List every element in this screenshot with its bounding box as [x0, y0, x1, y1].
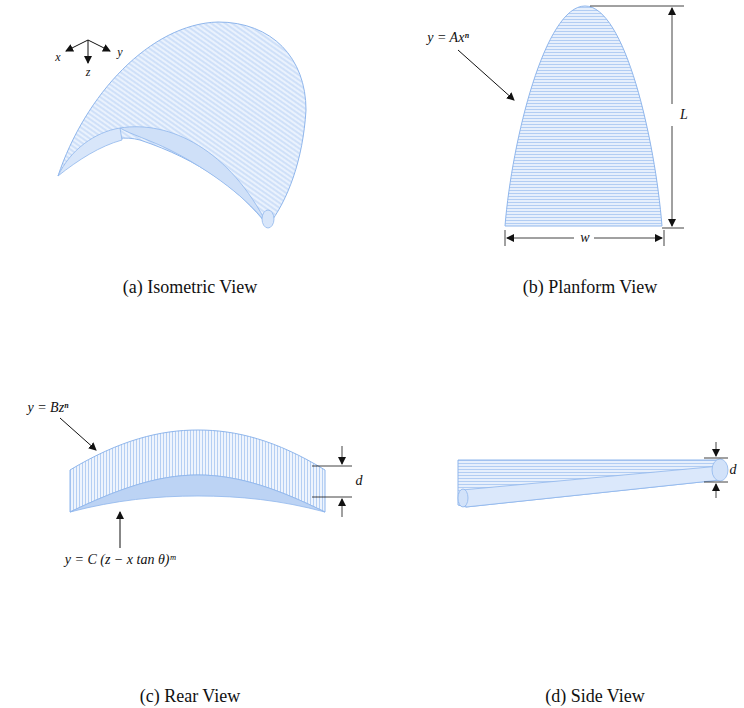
panel-caption: (c) Rear View — [140, 687, 241, 705]
curve-equation: y = Bzⁿ — [27, 401, 68, 415]
axis-label: x — [55, 51, 60, 63]
axis-label: z — [86, 66, 91, 78]
curve-equation: y = Axⁿ — [427, 31, 469, 45]
dimension-label: L — [679, 108, 689, 122]
planform-view — [458, 6, 684, 246]
side-view — [458, 442, 728, 507]
panel-caption: (a) Isometric View — [123, 278, 258, 296]
rear-view — [60, 418, 352, 548]
isometric-view — [58, 22, 306, 228]
dimension-label: w — [579, 231, 590, 245]
panel-caption: (b) Planform View — [523, 278, 658, 296]
curve-equation: y = C (z − x tan θ)ᵐ — [65, 553, 176, 567]
dimension-label: d — [355, 474, 364, 488]
axis-label: y — [117, 46, 122, 58]
dimension-label: d — [729, 463, 738, 477]
panel-caption: (d) Side View — [545, 687, 645, 705]
